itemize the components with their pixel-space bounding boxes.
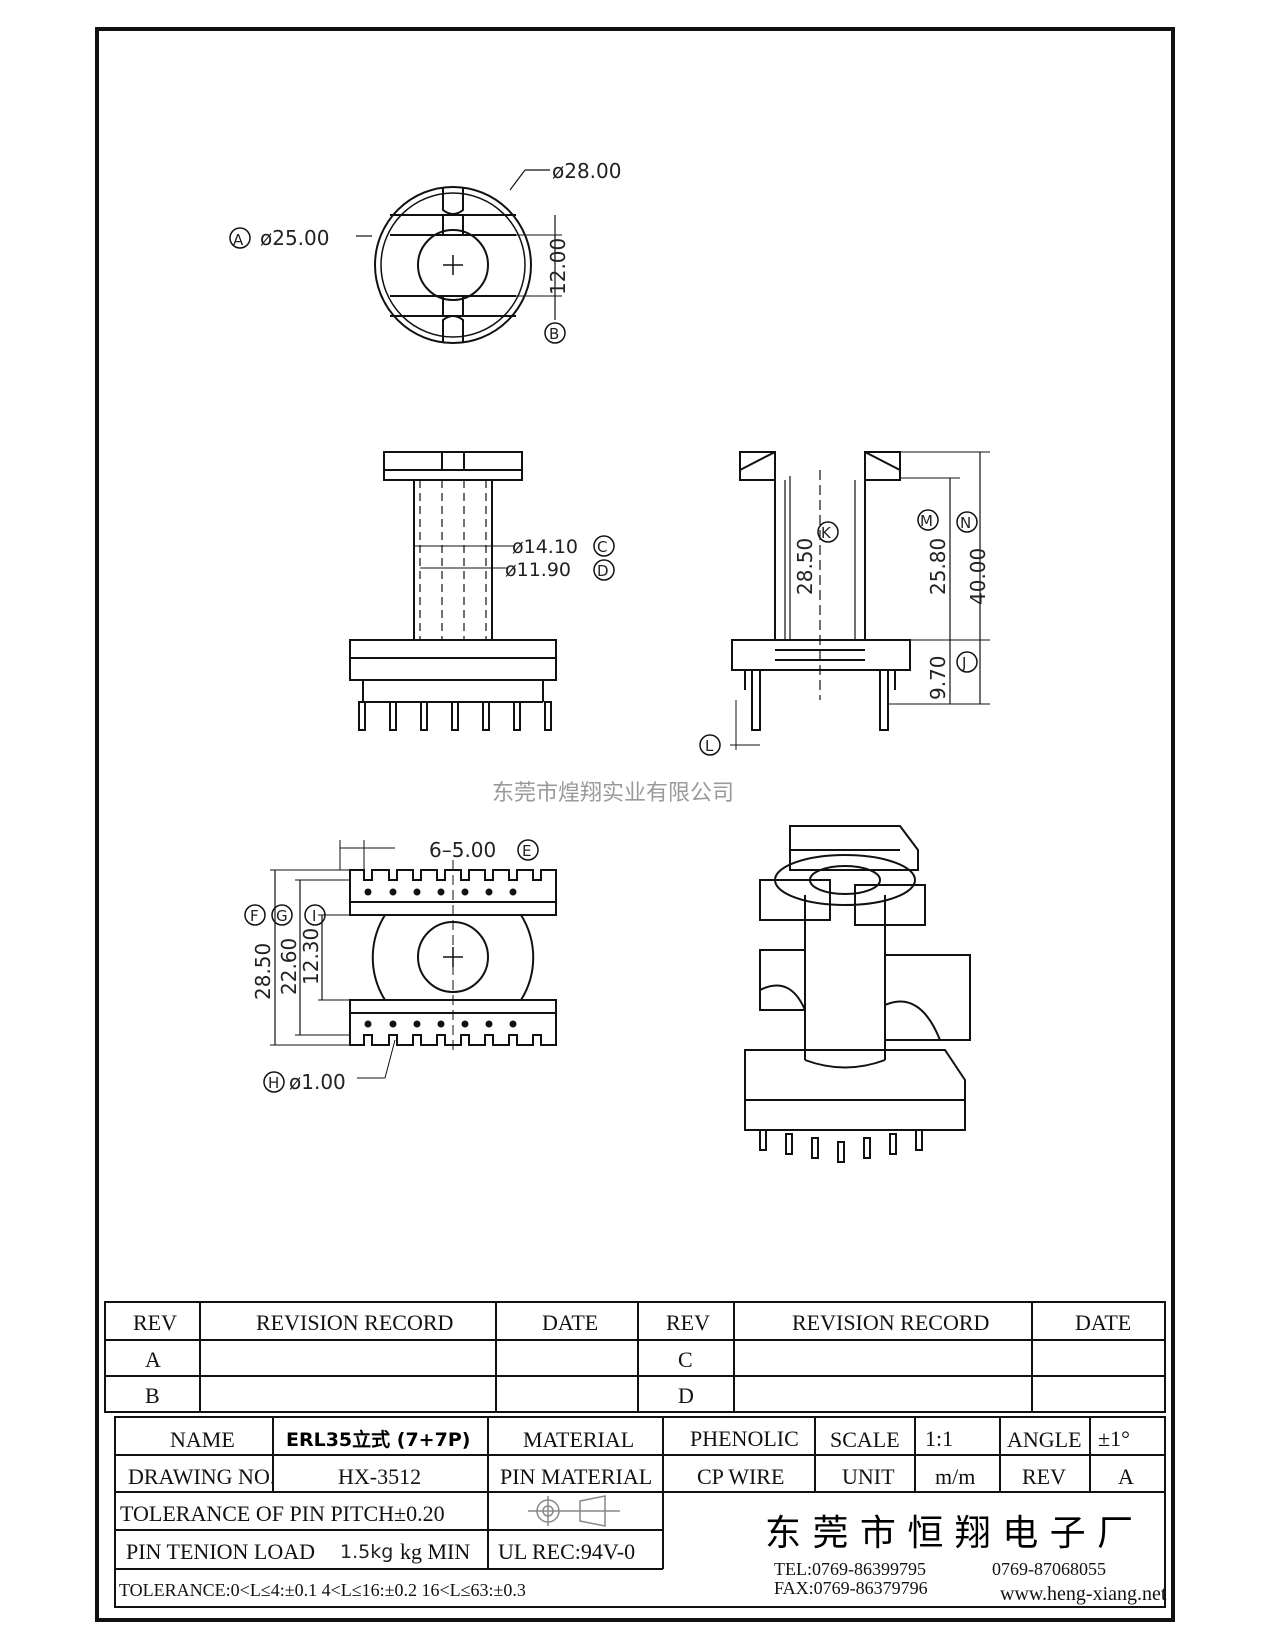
- dim-m-label: 25.80: [926, 538, 950, 595]
- pin-pitch-label: 6–5.00: [429, 838, 496, 862]
- rev-value: A: [1118, 1464, 1134, 1489]
- callout-j-circle: [956, 651, 978, 673]
- pin-tension-value: 1.5kg: [340, 1541, 393, 1563]
- callout-l: L: [705, 737, 714, 755]
- rev-header-2: REV: [666, 1310, 710, 1335]
- pin-dia-label: ø1.00: [289, 1070, 346, 1094]
- pin-tension-unit: kg MIN: [400, 1539, 470, 1564]
- projection-symbol-icon: [528, 1495, 620, 1527]
- rev-label: REV: [1022, 1464, 1066, 1489]
- isometric-pins: [759, 1129, 923, 1163]
- top-view: [356, 169, 562, 344]
- scale-label: SCALE: [830, 1427, 900, 1452]
- dia-d-label: ø11.90: [505, 559, 571, 581]
- revision-table: [104, 1301, 1166, 1413]
- isometric-view: [744, 825, 971, 1131]
- revision-record-header-1: REVISION RECORD: [256, 1310, 453, 1335]
- unit-label: UNIT: [842, 1464, 895, 1489]
- callout-a: A: [233, 231, 244, 249]
- center-height-label: 12.00: [546, 238, 570, 295]
- callout-d-circle: [593, 559, 615, 581]
- callout-g: G: [276, 907, 288, 925]
- outer-diameter-label: ø28.00: [552, 159, 622, 183]
- pin-tension-label: PIN TENION LOAD: [126, 1539, 315, 1564]
- unit-value: m/m: [935, 1464, 975, 1489]
- tolerance-pin-pitch: TOLERANCE OF PIN PITCH±0.20: [120, 1501, 445, 1526]
- callout-l-circle: [699, 734, 721, 756]
- general-tolerance: TOLERANCE:0<L≤4:±0.1 4<L≤16:±0.2 16<L≤63…: [119, 1580, 526, 1600]
- dim-f-label: 28.50: [251, 943, 275, 1000]
- callout-h: H: [268, 1074, 279, 1092]
- callout-k-circle: [817, 521, 839, 543]
- dim-i-label: 12.30: [299, 928, 323, 985]
- material-label: MATERIAL: [523, 1427, 634, 1452]
- drawing-no-value: HX-3512: [338, 1464, 421, 1489]
- callout-n-circle: [956, 511, 978, 533]
- dim-n-label: 40.00: [966, 548, 990, 605]
- website: www.heng-xiang.net: [1000, 1583, 1167, 1605]
- callout-k: K: [821, 524, 832, 542]
- callout-e: E: [522, 842, 531, 860]
- dim-k-label: 28.50: [793, 538, 817, 595]
- callout-n: N: [960, 514, 971, 532]
- rev-row-a: A: [145, 1347, 161, 1372]
- rev-header-1: REV: [133, 1310, 177, 1335]
- callout-d: D: [597, 562, 609, 580]
- callout-c-circle: [593, 535, 615, 557]
- scale-value: 1:1: [925, 1426, 953, 1451]
- callout-i: I: [312, 907, 316, 925]
- dia-c-label: ø14.10: [512, 536, 578, 558]
- callout-f-circle: [244, 904, 266, 926]
- company-fax: FAX:0769-86379796: [774, 1578, 928, 1598]
- rev-row-b: B: [145, 1383, 160, 1408]
- callout-b-circle: [544, 322, 566, 344]
- company-name: 东 莞 市 恒 翔 电 子 厂: [765, 1513, 1133, 1554]
- date-header-2: DATE: [1075, 1310, 1131, 1335]
- callout-g-circle: [271, 904, 293, 926]
- callout-i-circle: [304, 904, 326, 926]
- callout-e-circle: [517, 839, 539, 861]
- front-view-pins: [358, 701, 552, 731]
- ul-rec: UL REC:94V-0: [498, 1539, 635, 1564]
- inner-diameter-label: ø25.00: [260, 226, 330, 250]
- company-tel: TEL:0769-86399795: [774, 1559, 926, 1579]
- callout-h-circle: [263, 1071, 285, 1093]
- callout-m-circle: [917, 509, 939, 531]
- angle-label: ANGLE: [1007, 1427, 1082, 1452]
- side-view: [730, 451, 990, 750]
- title-block: [114, 1416, 1166, 1608]
- callout-b: B: [549, 325, 559, 343]
- watermark-company: 东莞市煌翔实业有限公司: [492, 781, 734, 806]
- pin-material-value: CP WIRE: [697, 1464, 784, 1489]
- rev-row-c: C: [678, 1347, 693, 1372]
- dim-g-label: 22.60: [277, 938, 301, 995]
- material-value: PHENOLIC: [690, 1426, 799, 1451]
- name-value: ERL35立式 (7+7P): [286, 1428, 470, 1451]
- company-tel-2: 0769-87068055: [992, 1559, 1106, 1579]
- callout-m: M: [920, 512, 933, 530]
- angle-value: ±1°: [1098, 1426, 1130, 1451]
- pin-material-label: PIN MATERIAL: [500, 1464, 652, 1489]
- revision-record-header-2: REVISION RECORD: [792, 1310, 989, 1335]
- rev-row-d: D: [678, 1383, 694, 1408]
- callout-c: C: [597, 538, 607, 556]
- sheet-border: [95, 27, 1175, 1622]
- callout-j: J: [961, 654, 966, 672]
- callout-f: F: [250, 907, 259, 925]
- drawing-no-label: DRAWING NO.: [128, 1464, 275, 1489]
- bottom-view-pin-holes: [364, 888, 517, 1028]
- bottom-view: [270, 840, 557, 1079]
- date-header-1: DATE: [542, 1310, 598, 1335]
- name-label: NAME: [170, 1427, 235, 1452]
- callout-a-circle: [229, 227, 251, 249]
- dim-j-label: 9.70: [926, 655, 950, 700]
